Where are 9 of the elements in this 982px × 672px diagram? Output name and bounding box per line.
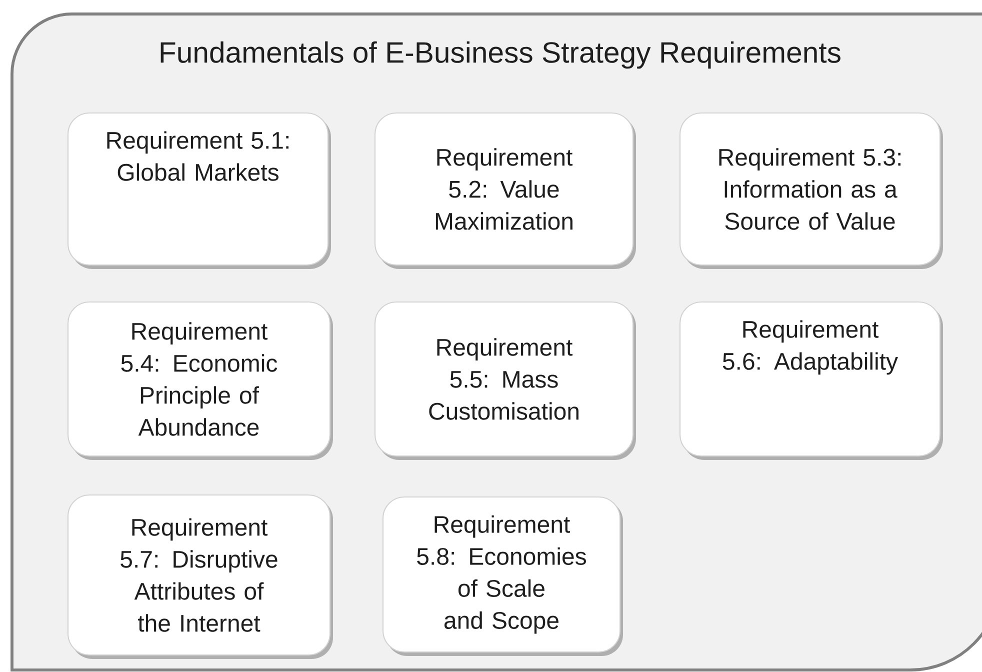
- requirement-box: Requirement 5.1: Global Markets: [67, 112, 331, 269]
- requirement-box: Requirement 5.6: Adaptability: [679, 301, 943, 460]
- requirement-box: Requirement 5.4: Economic Principle of Abundance: [67, 301, 333, 460]
- requirement-box: Requirement 5.8: Economies of Scale and Scope: [382, 496, 623, 656]
- requirement-box: Requirement 5.3: Information as a Source of Value: [679, 112, 943, 269]
- requirement-box: Requirement 5.5: Mass Customisation: [374, 301, 636, 460]
- requirement-box: Requirement 5.7: Disruptive Attributes of the Internet: [67, 494, 333, 659]
- requirement-box: Requirement 5.2: Value Maximization: [374, 112, 636, 269]
- panel-title: Fundamentals of E-Business Strategy Requirements: [160, 41, 840, 69]
